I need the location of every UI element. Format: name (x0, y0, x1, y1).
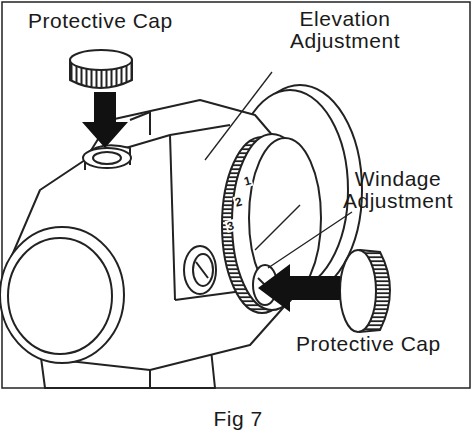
figure-caption: Fig 7 (2, 408, 472, 430)
leader-line (205, 72, 272, 160)
part-label: Protective Cap (28, 10, 218, 32)
part-label: Protective Cap (296, 333, 468, 355)
protective-cap (340, 250, 390, 332)
part-label: Windage Adjustment (328, 168, 468, 212)
install-arrow (82, 92, 128, 148)
leader-line (268, 212, 352, 268)
figure-frame (2, 2, 470, 388)
part-label: Elevation Adjustment (270, 8, 420, 52)
install-arrow (258, 264, 340, 312)
protective-cap (70, 50, 132, 88)
